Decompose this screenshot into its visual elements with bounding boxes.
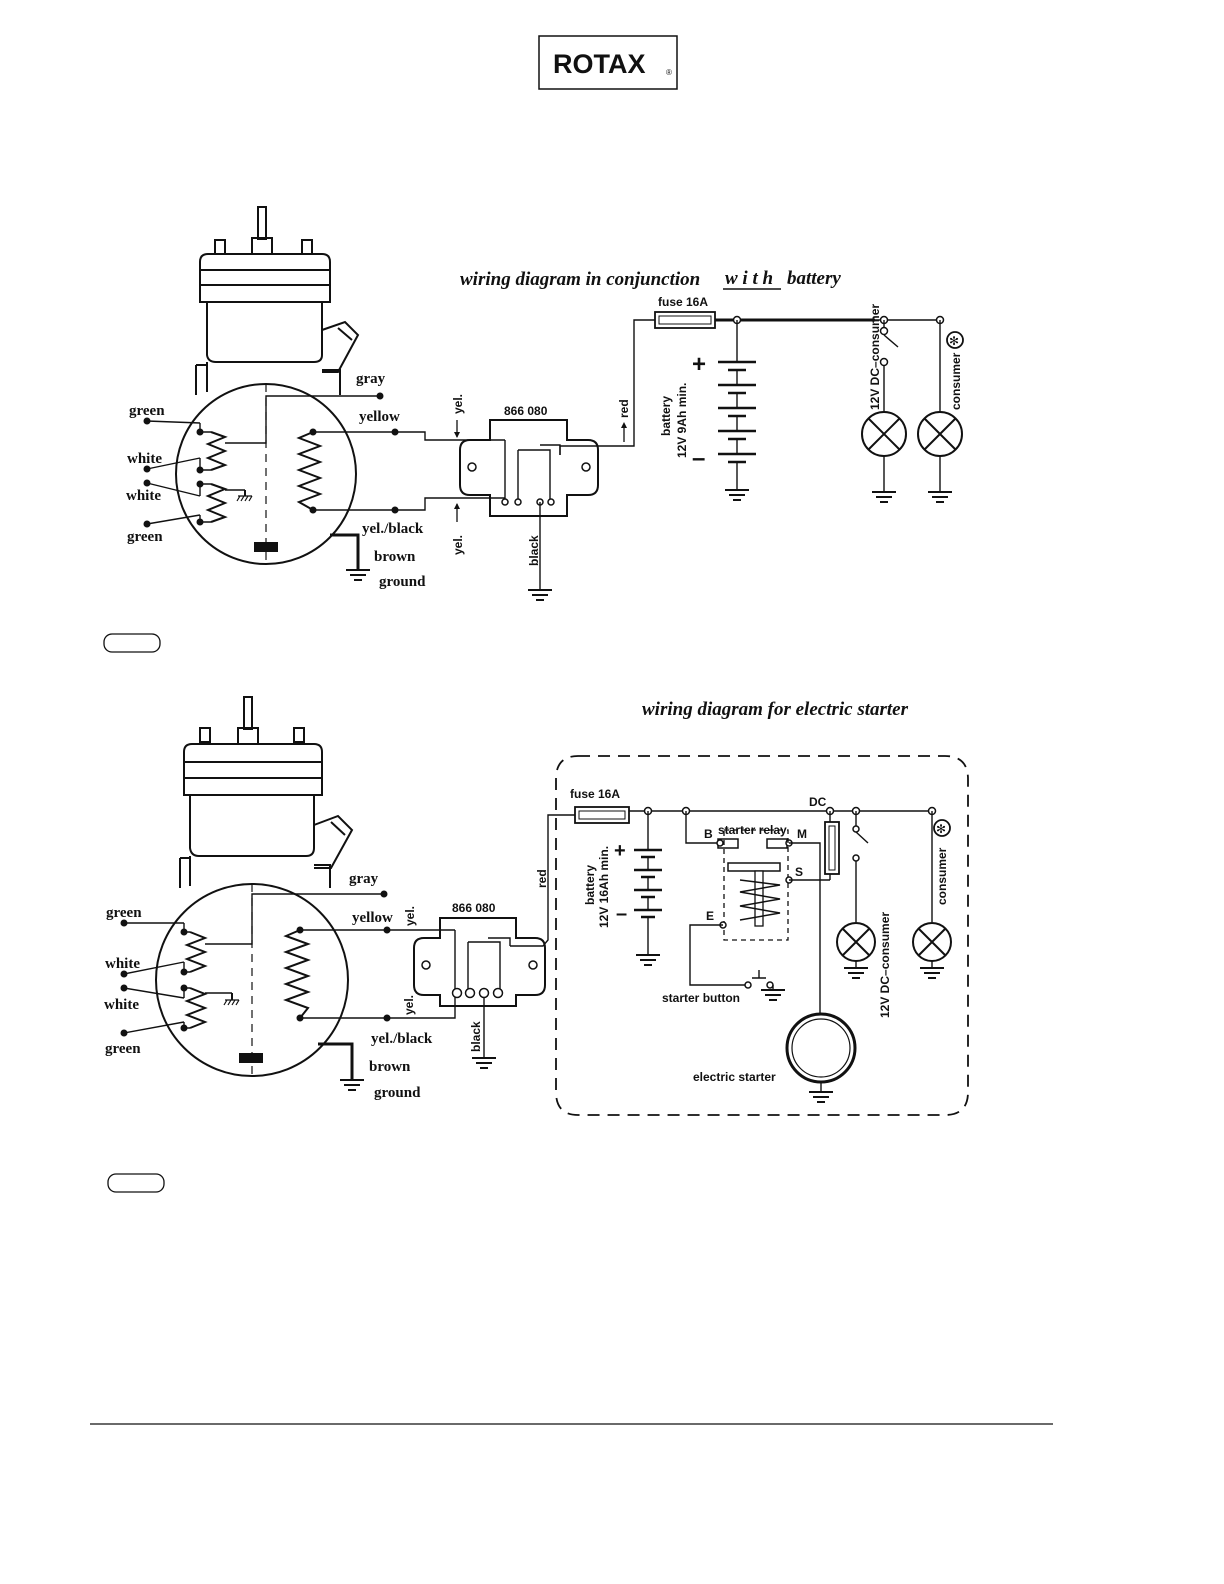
wire-label-brown: brown [374,549,416,565]
wire-label-white-top-2: white [105,956,140,972]
wire-label-green-bottom: green [127,529,163,545]
battery-plus-2: + [614,840,626,862]
battery-plus-1: + [692,351,706,378]
diagram1-title-with: w i t h [725,268,773,289]
asterisk-icon-2: ✻ [936,822,946,836]
battery-label-1: battery [659,396,673,436]
logo-text: ROTAX [553,49,646,79]
electric-starter-motor: electric starter [693,1012,857,1103]
regulator-number-2: 866 080 [452,901,496,915]
wire-label-yel-bottom-2: yel. [402,995,416,1015]
consumers-2: 12V DC–consumer consumer ✻ [836,811,952,1018]
wire-label-green-top-2: green [106,905,142,921]
rotax-logo: ROTAX ® [538,35,678,90]
consumer-dc-label-1: 12V DC–consumer [868,304,882,410]
diagram1-title-pre: wiring diagram in conjunction [460,269,700,290]
consumer-label-1: consumer [949,352,963,410]
engine-drawing-2 [155,696,354,1077]
figure-tag-2 [107,1173,165,1193]
consumers-1: 12V DC–consumer consumer ✻ [861,304,964,503]
battery-1: + – battery 12V 9Ah min. [659,351,756,501]
wire-label-yellow: yellow [359,409,400,425]
dc-label: DC [809,795,827,809]
wire-label-yel-black: yel./black [362,521,424,537]
starter-enclosure [555,755,969,1116]
relay-label: starter relay [718,823,787,837]
relay-terminal-e: E [706,909,714,923]
diagram2-title: wiring diagram for electric starter [642,699,909,720]
battery-spec-1: 12V 9Ah min. [675,383,689,458]
wire-label-green-top: green [129,403,165,419]
wire-label-white-top: white [127,451,162,467]
diagram-with-battery: wiring diagram in conjunction w i t h ba… [126,206,964,601]
left-terminals-1: green white white green [126,403,201,545]
relay-terminal-s: S [795,865,803,879]
regulator-number-1: 866 080 [504,404,548,418]
regulator-2: 866 080 [413,901,546,1007]
figure-tag-1 [103,633,161,653]
stator-coils-2 [180,893,387,1032]
right-terminals-1: gray yellow yel./black brown ground [330,371,426,590]
wire-label-green-bottom-2: green [105,1041,141,1057]
wire-label-black-2: black [469,1021,483,1052]
wire-label-yel-top: yel. [451,394,465,414]
engine-drawing-1 [175,206,360,565]
starter-relay: starter relay B M S E [685,811,830,1015]
starter-button-label: starter button [662,991,740,1005]
wire-label-white-bottom-2: white [104,997,139,1013]
wire-label-black: black [527,535,541,566]
fuse-label-1: fuse 16A [658,295,708,309]
wire-label-yellow-2: yellow [352,910,393,926]
starter-button: starter button [662,924,785,1005]
wire-label-ground: ground [379,574,426,590]
battery-label-2: battery [583,865,597,905]
fuse-1: fuse 16A [654,295,716,329]
regulator-1: 866 080 [459,404,599,517]
logo-registered-mark: ® [666,68,672,77]
relay-terminal-m: M [797,827,807,841]
diagram-electric-starter: wiring diagram for electric starter [104,696,969,1116]
battery-spec-2: 12V 16Ah min. [597,846,611,928]
wire-label-brown-2: brown [369,1059,411,1075]
wire-label-gray: gray [356,371,386,387]
fuse-2: fuse 16A [570,787,630,824]
battery-minus-1: – [692,445,705,472]
stator-coils-1 [196,395,395,526]
relay-terminal-b: B [704,827,713,841]
battery-2: + – battery 12V 16Ah min. [583,811,662,966]
consumer-label-2: consumer [935,847,949,905]
left-terminals-2: green white white green [104,905,185,1057]
electric-starter-label: electric starter [693,1070,776,1084]
wire-label-ground-2: ground [374,1085,421,1101]
wire-label-gray-2: gray [349,871,379,887]
battery-minus-2: – [616,903,627,925]
consumer-dc-label-2: 12V DC–consumer [878,912,892,1018]
wire-label-yel-bottom: yel. [451,535,465,555]
wire-label-yel-top-2: yel. [403,906,417,926]
dc-fuse: DC [809,795,840,880]
fuse-label-2: fuse 16A [570,787,620,801]
asterisk-icon: ✻ [949,334,959,348]
diagram1-title-post: battery [787,268,841,289]
wire-label-red: red [617,399,631,418]
right-terminals-2: gray yellow yel./black brown ground [318,871,433,1101]
wire-label-red-2: red [535,869,549,888]
wire-label-white-bottom: white [126,488,161,504]
wire-label-yel-black-2: yel./black [371,1031,433,1047]
